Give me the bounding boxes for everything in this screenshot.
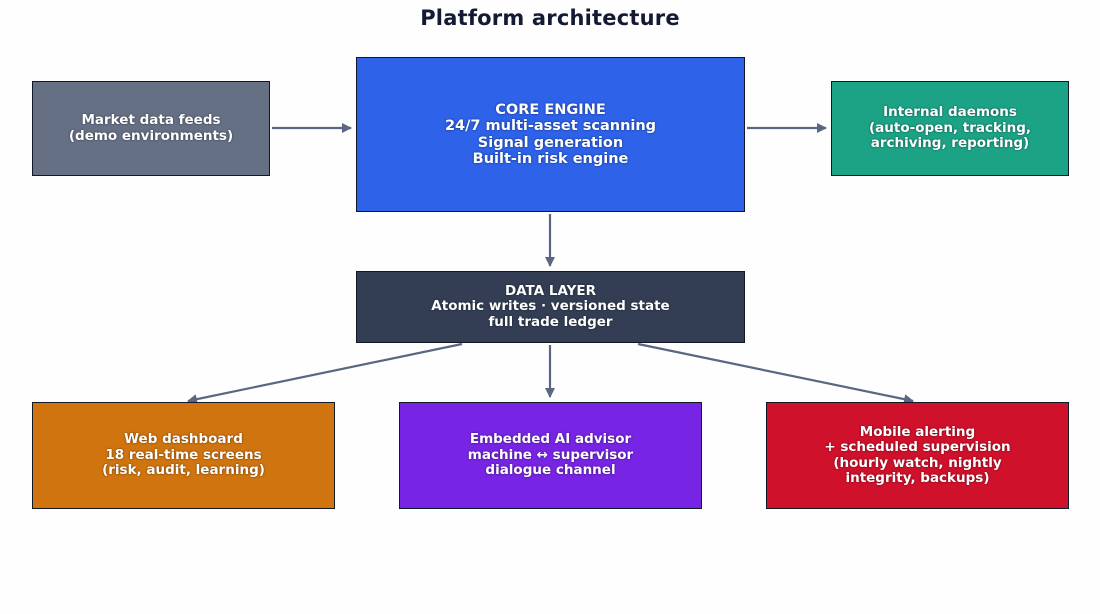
- node-core-line: CORE ENGINE: [495, 101, 606, 118]
- node-embedded-ai-advisor: Embedded AI advisor machine ↔ supervisor…: [399, 402, 702, 509]
- node-mobile-line: integrity, backups): [845, 470, 990, 486]
- node-ai-line: Embedded AI advisor: [469, 431, 632, 448]
- node-core-line: Built-in risk engine: [472, 151, 629, 167]
- node-mobile-line: Mobile alerting: [859, 423, 976, 440]
- node-data-layer: DATA LAYER Atomic writes · versioned sta…: [356, 271, 745, 343]
- node-daemons-line: Internal daemons: [883, 104, 1017, 121]
- node-internal-daemons: Internal daemons (auto-open, tracking, a…: [831, 81, 1069, 176]
- diagram-title: Platform architecture: [420, 6, 680, 30]
- node-web-dashboard: Web dashboard 18 real-time screens (risk…: [32, 402, 335, 509]
- node-ai-line: machine ↔ supervisor: [467, 446, 634, 463]
- edge-data-to-mobile: [637, 342, 914, 405]
- edge-data-to-web: [187, 342, 463, 405]
- node-core-engine: CORE ENGINE 24/7 multi-asset scanning Si…: [356, 57, 745, 212]
- node-daemons-line: (auto-open, tracking,: [869, 119, 1031, 136]
- node-data-line: DATA LAYER: [504, 282, 597, 299]
- node-web-line: 18 real-time screens: [105, 446, 262, 463]
- node-web-line: (risk, audit, learning): [102, 462, 265, 479]
- node-mobile-line: + scheduled supervision: [824, 439, 1011, 455]
- node-daemons-line: archiving, reporting): [870, 135, 1030, 152]
- node-core-line: 24/7 multi-asset scanning: [444, 118, 657, 134]
- node-web-line: Web dashboard: [124, 431, 243, 448]
- node-data-line: Atomic writes · versioned state: [431, 298, 670, 315]
- node-market-data-feeds: Market data feeds (demo environments): [32, 81, 270, 176]
- node-mobile-alerting: Mobile alerting + scheduled supervision …: [766, 402, 1069, 509]
- node-feeds-line: Market data feeds: [81, 112, 221, 128]
- node-feeds-line: (demo environments): [68, 127, 234, 144]
- node-mobile-line: (hourly watch, nightly: [833, 454, 1002, 471]
- node-core-line: Signal generation: [477, 134, 624, 151]
- node-ai-line: dialogue channel: [485, 462, 616, 479]
- node-data-line: full trade ledger: [488, 313, 613, 330]
